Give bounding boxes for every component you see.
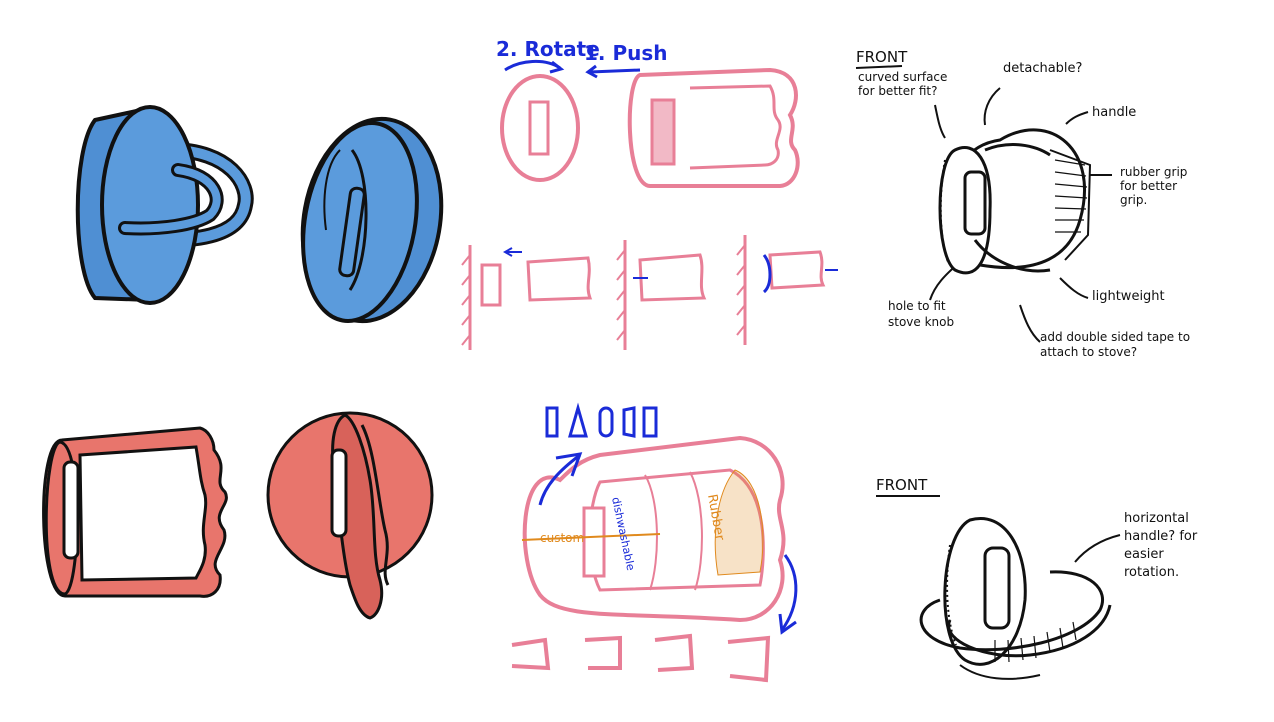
- push-step-label: 1. Push: [584, 41, 668, 65]
- concept-bottom-right: FRONT horizontal handle? for easier rota…: [876, 476, 1198, 680]
- grip-note: rubber grip for better grip.: [1120, 165, 1188, 207]
- rotate-step-label: 2. Rotate: [496, 37, 600, 61]
- front-label-top: FRONT: [856, 48, 908, 66]
- push-rotate-sketch: 2. Rotate 1. Push: [496, 37, 800, 188]
- hole-note: hole to fit stove knob: [888, 299, 955, 329]
- lightweight-note: lightweight: [1092, 289, 1165, 304]
- blue-knob-front-view: [300, 116, 444, 324]
- detailed-pink-sketch: custom dishwashable Rubber: [511, 402, 798, 683]
- curved-note: curved surface for better fit?: [858, 70, 948, 98]
- handle-note: handle: [1092, 105, 1136, 120]
- blue-knob-side-view: [75, 105, 254, 305]
- concept-top-right: FRONT curved surface for better fit? det…: [855, 48, 1191, 359]
- custom-label: custom: [540, 531, 584, 545]
- tape-note: add double sided tape to attach to stove…: [1040, 330, 1191, 359]
- red-knob-front-view: [266, 411, 434, 620]
- mounting-sequence-sketch: [461, 235, 838, 350]
- front-label-bottom: FRONT: [876, 476, 928, 494]
- dishwashable-label: dishwashable: [609, 496, 637, 572]
- horizontal-note: horizontal handle? for easier rotation.: [1124, 511, 1198, 580]
- detachable-note: detachable?: [1003, 61, 1082, 76]
- red-knob-side-view: [42, 426, 228, 598]
